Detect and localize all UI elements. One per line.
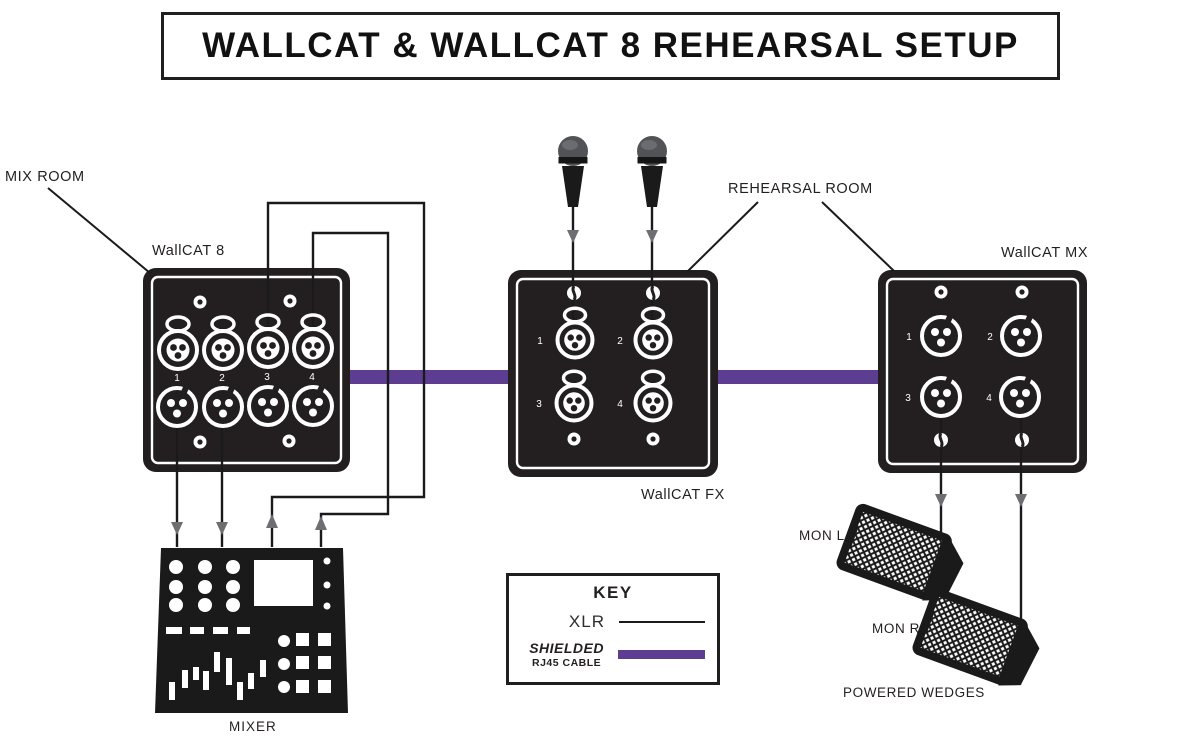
wallcat8-panel-plate [143, 268, 350, 472]
rj45-line-swatch [618, 650, 705, 660]
arrow-down-icon [567, 230, 579, 243]
label-pointer-lines [47, 187, 895, 274]
thumbscrew-icon [1015, 432, 1029, 448]
wedge-monitor-right [912, 588, 1040, 686]
powered-wedges-label: POWERED WEDGES [843, 685, 985, 700]
mon-l-label: MON L [799, 528, 845, 543]
wallcatmx-panel: 1 2 3 4 [905, 285, 1042, 448]
mixer-console-icon [155, 548, 348, 713]
legend-rj45-text: RJ45 CABLE [532, 656, 602, 669]
xlr-female-connector-icon [633, 306, 673, 360]
screw-icon [282, 434, 296, 448]
xlr-line-swatch [619, 620, 705, 624]
rehearsal-room-label: REHEARSAL ROOM [728, 181, 873, 197]
thumbscrew-icon [567, 285, 581, 301]
xlr-female-connector-icon [292, 313, 334, 369]
legend-xlr-label: XLR [568, 612, 605, 631]
mix-room-label: MIX ROOM [5, 169, 85, 185]
arrow-down-icon [646, 230, 658, 243]
xlr-female-connector-icon [202, 315, 244, 371]
xlr-male-connector-icon [247, 384, 289, 427]
legend-rj45-label: SHIELDED RJ45 CABLE [529, 641, 604, 669]
xlr-female-connector-icon [555, 306, 595, 360]
screw-icon [283, 294, 297, 308]
wallcat8-panel: 1 2 3 4 [156, 294, 334, 449]
flow-arrows [171, 230, 1027, 535]
arrow-down-icon [1015, 494, 1027, 507]
mix-room-pointer-line [47, 187, 151, 274]
xlr-female-connector-icon [247, 313, 289, 369]
port-label: 1 [537, 336, 543, 347]
port-label: 1 [906, 332, 912, 343]
xlr-male-connector-icon [156, 385, 198, 428]
mon-r-label: MON R [872, 621, 920, 636]
xlr-female-connector-icon [633, 369, 673, 423]
arrow-up-icon [315, 516, 327, 530]
screw-icon [567, 432, 581, 446]
xlr-male-connector-icon [202, 385, 244, 428]
xlr-male-connector-icon [292, 384, 334, 427]
xlr-male-connector-icon [920, 375, 962, 418]
xlr-female-connector-icon [554, 369, 594, 423]
arrow-up-icon [266, 514, 278, 528]
xlr-male-connector-icon [999, 375, 1041, 418]
legend-row-xlr: XLR [509, 612, 717, 632]
microphone-icon [637, 136, 667, 207]
wallcatfx-panel-plate [508, 270, 718, 477]
screw-icon [193, 295, 207, 309]
screw-icon [646, 432, 660, 446]
legend-shielded-text: SHIELDED [529, 640, 604, 656]
screw-icon [193, 435, 207, 449]
cable-mixer-to-wallcat8-3 [266, 201, 426, 547]
arrow-down-icon [171, 522, 183, 535]
page-title: WALLCAT & WALLCAT 8 REHEARSAL SETUP [202, 26, 1019, 65]
wallcat8-label: WallCAT 8 [152, 243, 225, 259]
screw-icon [934, 285, 948, 299]
port-label: 4 [309, 372, 315, 383]
thumbscrew-icon [646, 285, 660, 301]
xlr-male-connector-icon [920, 314, 962, 357]
thumbscrew-icon [934, 432, 948, 448]
rehearsal-room-pointer-left [687, 201, 759, 272]
wallcatmx-label: WallCAT MX [1001, 245, 1089, 261]
port-label: 3 [264, 372, 270, 383]
legend-row-rj45: SHIELDED RJ45 CABLE [509, 641, 717, 669]
mixer-label: MIXER [229, 719, 277, 734]
rj45-cable-wallcat8-to-fx [340, 370, 515, 384]
wallcatfx-panel: 1 2 3 4 [536, 285, 673, 446]
rj45-cable-fx-to-mx [712, 370, 885, 384]
port-label: 2 [219, 373, 225, 384]
xlr-female-connector-icon [157, 315, 199, 371]
microphone-icon [558, 136, 588, 207]
port-label: 1 [174, 373, 180, 384]
wallcatfx-label: WallCAT FX [641, 487, 725, 503]
wallcatmx-panel-plate [878, 270, 1087, 473]
arrow-down-icon [935, 494, 947, 507]
port-label: 2 [987, 332, 993, 343]
port-label: 3 [536, 399, 542, 410]
wedge-monitor-left [836, 503, 964, 601]
port-label: 2 [617, 336, 623, 347]
legend-title: KEY [593, 583, 633, 602]
port-label: 3 [905, 393, 911, 404]
rehearsal-room-pointer-right [821, 201, 895, 272]
title-box: WALLCAT & WALLCAT 8 REHEARSAL SETUP [161, 12, 1060, 80]
arrow-down-icon [216, 522, 228, 535]
screw-icon [1015, 285, 1029, 299]
port-label: 4 [617, 399, 623, 410]
xlr-male-connector-icon [1000, 314, 1042, 357]
legend-box: KEY XLR SHIELDED RJ45 CABLE [506, 573, 720, 685]
port-label: 4 [986, 393, 992, 404]
